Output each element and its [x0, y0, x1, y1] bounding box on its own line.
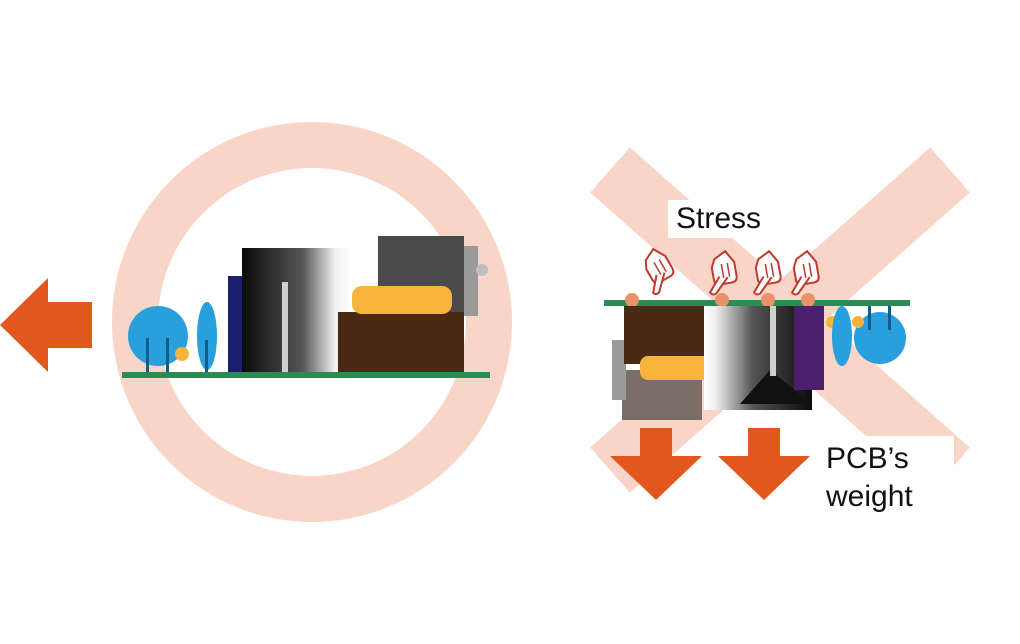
transformer-core: [352, 286, 452, 314]
stress-label: Stress: [668, 200, 770, 238]
pcb-board-left: [122, 372, 490, 378]
purple-capacitor: [794, 306, 824, 390]
down-arrow-icon: [718, 428, 810, 500]
pcb-board-right: [604, 300, 910, 306]
disc-capacitor-inverted: [832, 306, 852, 366]
pcb-assembly-right: [604, 293, 910, 420]
left-arrow-icon: [0, 278, 92, 372]
blue-capacitor-inverted: [854, 312, 906, 364]
electrolytic-capacitor: [242, 248, 352, 372]
pcb-weight-line1: PCB’s: [826, 442, 909, 475]
blue-capacitor: [128, 306, 188, 366]
transformer-core-inverted: [640, 356, 720, 380]
disc-capacitor: [197, 302, 217, 370]
pcb-weight-label: PCB’s weight: [820, 436, 954, 520]
down-arrow-icon: [610, 428, 702, 500]
pcb-assembly-left: [122, 236, 490, 378]
transformer: [338, 312, 464, 374]
pcb-weight-line2: weight: [826, 480, 913, 513]
